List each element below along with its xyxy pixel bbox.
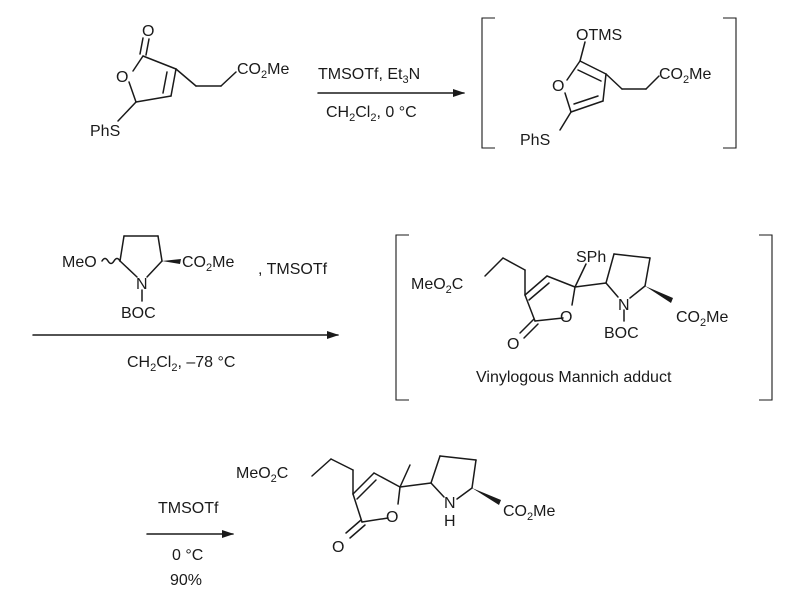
sm-ester: CO2Me [237, 61, 289, 81]
step1-reagent-b: CH2Cl2, 0 °C [326, 104, 417, 124]
int-otms: OTMS [576, 27, 622, 44]
int-ester: CO2Me [659, 66, 711, 86]
step3-conditions: TMSOTf 0 °C 90% [146, 500, 234, 589]
step1-conditions: TMSOTf, Et3N CH2Cl2, 0 °C [317, 66, 465, 124]
bracket-left [481, 17, 495, 149]
int-ring-o: O [552, 78, 564, 95]
mannich-adduct: MeO2C SPh O O N BOC CO2Me Vinylogous Man… [395, 234, 773, 401]
bracket-left-2 [395, 234, 409, 401]
bracket-right-2 [759, 234, 773, 401]
adduct-caption: Vinylogous Mannich adduct [476, 369, 672, 386]
step3-yield: 90% [170, 572, 202, 589]
product-ester: CO2Me [503, 503, 555, 523]
product-n: N [444, 495, 456, 512]
adduct-ester: CO2Me [676, 309, 728, 329]
step3-cond: 0 °C [172, 547, 203, 564]
reagent-meo: MeO [62, 254, 97, 271]
wavy-bond [101, 257, 121, 265]
sm-ring-o: O [116, 69, 128, 86]
adduct-boc: BOC [604, 325, 639, 342]
final-product: MeO2C O O N H CO2Me [236, 455, 555, 556]
step2-conditions: CH2Cl2, –78 °C [32, 331, 339, 374]
sm-phs: PhS [90, 123, 120, 140]
reagent-extra: , TMSOTf [258, 261, 328, 278]
product-meo2c: MeO2C [236, 465, 288, 485]
step3-reagent: TMSOTf [158, 500, 219, 517]
adduct-n: N [618, 297, 630, 314]
sm-carbonyl-o: O [142, 23, 154, 40]
adduct-sph: SPh [576, 249, 606, 266]
product-h: H [444, 513, 456, 530]
silyloxyfuran-intermediate: OTMS O CO2Me PhS [481, 17, 737, 149]
step2-reagent-structure: MeO N BOC CO2Me , TMSOTf [62, 235, 328, 322]
reagent-n: N [136, 276, 148, 293]
adduct-ring-o: O [560, 309, 572, 326]
reagent-boc: BOC [121, 305, 156, 322]
bracket-right [723, 17, 737, 149]
step1-reagent-a: TMSOTf, Et3N [318, 66, 420, 86]
starting-material: O O CO2Me PhS [90, 23, 289, 140]
product-ring-o: O [386, 509, 398, 526]
product-carbonyl-o: O [332, 539, 344, 556]
reagent-ester: CO2Me [182, 254, 234, 274]
int-phs: PhS [520, 132, 550, 149]
step2-cond: CH2Cl2, –78 °C [127, 354, 235, 374]
adduct-carbonyl-o: O [507, 336, 519, 353]
adduct-meo2c: MeO2C [411, 276, 463, 296]
